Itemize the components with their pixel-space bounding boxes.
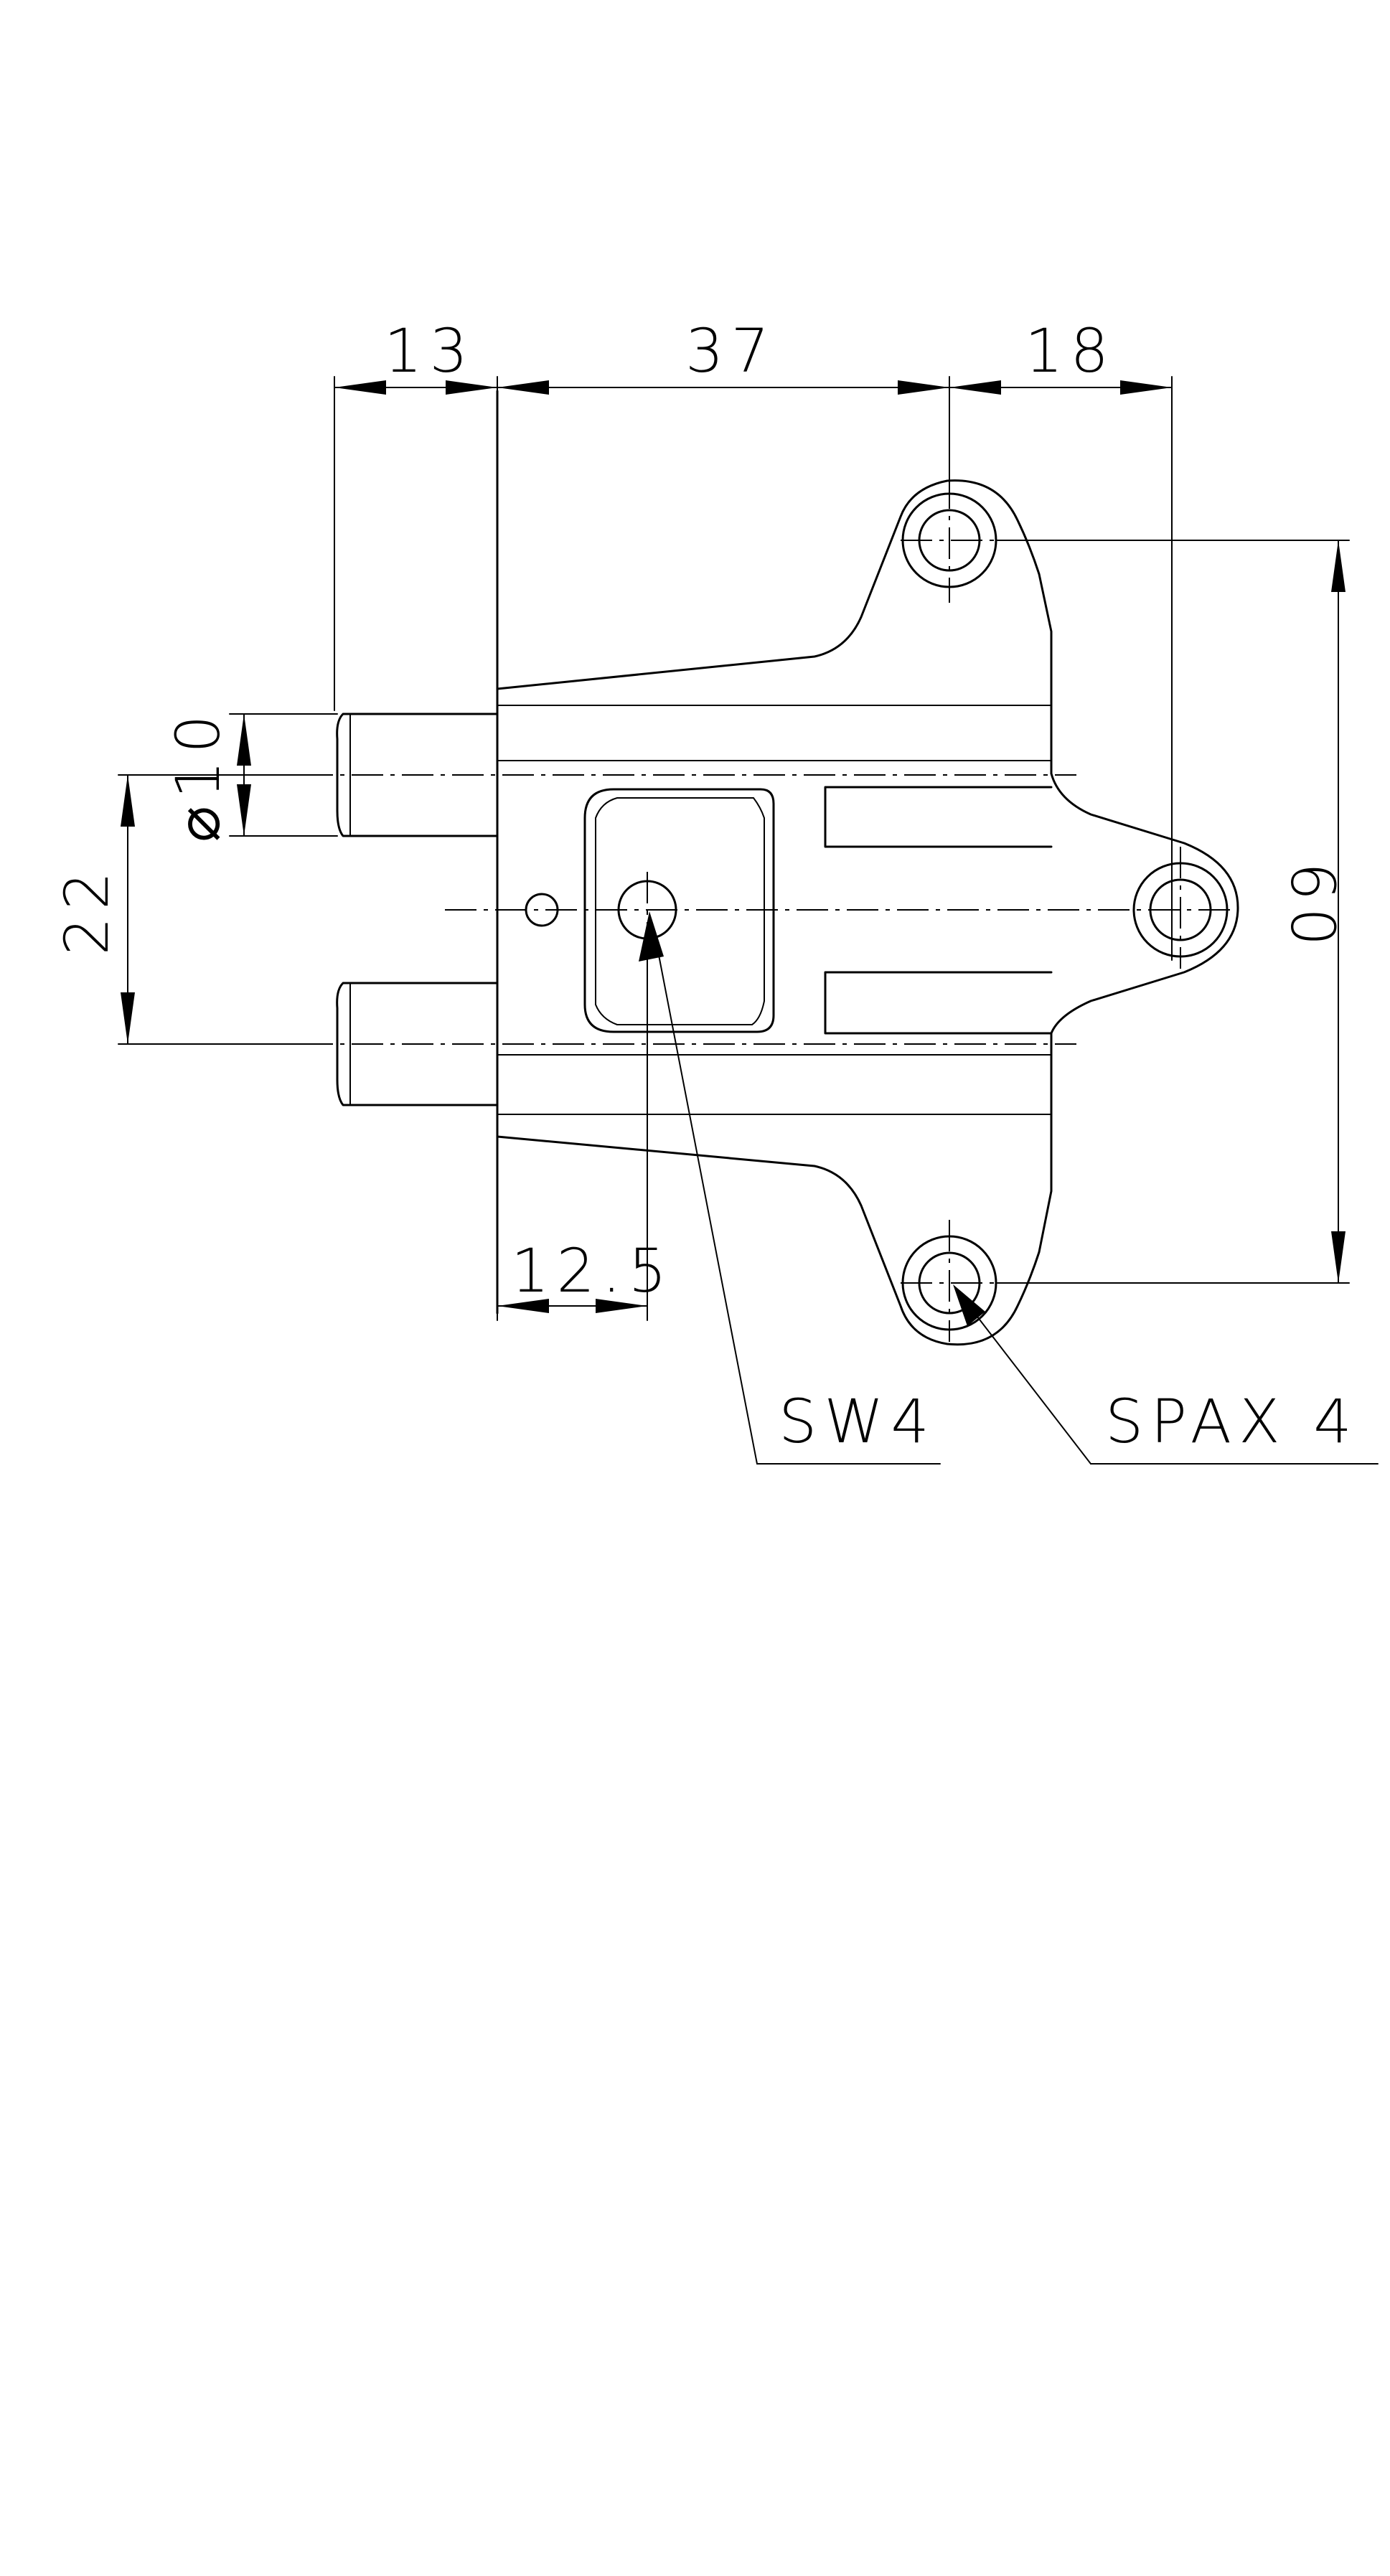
callout-sw4-leader <box>639 911 941 1465</box>
center-lines <box>301 477 1234 1342</box>
dim-dia10-label: ⌀10 <box>163 708 233 842</box>
dimension-60 <box>997 540 1350 1284</box>
dim-18-label: 18 <box>1025 316 1116 386</box>
pins <box>336 713 499 1106</box>
screw-holes <box>901 492 1229 1331</box>
dimension-12-5 <box>497 946 648 1321</box>
dimension-22 <box>118 774 302 1045</box>
dimension-top <box>334 376 1173 961</box>
callout-spax4-leader <box>953 1284 1379 1465</box>
dim-22-label: 22 <box>52 865 122 956</box>
dim-12-5-label: 12.5 <box>511 1236 674 1306</box>
bracket-outline <box>496 390 1239 1346</box>
dim-37-label: 37 <box>685 316 776 386</box>
dim-60-label: 60 <box>1277 862 1348 954</box>
callout-sw4-label: SW4 <box>779 1386 936 1457</box>
dim-13-label: 13 <box>384 316 475 386</box>
callout-spax4-label: SPAX 4 <box>1105 1386 1359 1457</box>
dimension-dia10 <box>229 713 338 837</box>
